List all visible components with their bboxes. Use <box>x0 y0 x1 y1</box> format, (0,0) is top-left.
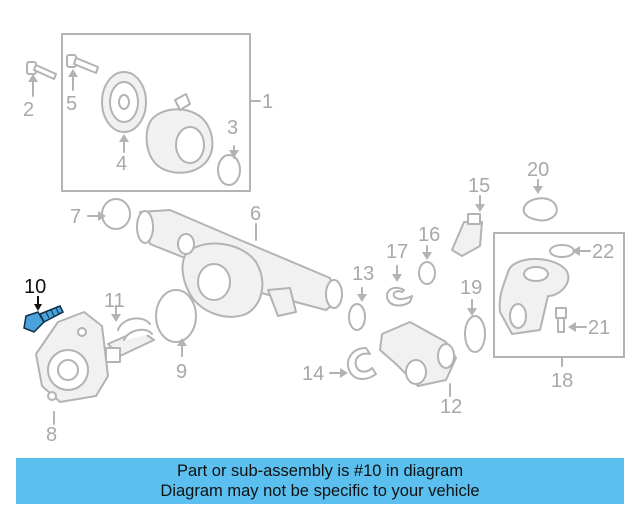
callout-10[interactable]: 10 <box>24 276 46 298</box>
callout-16[interactable]: 16 <box>418 224 440 246</box>
callout-7[interactable]: 7 <box>70 206 81 228</box>
water-pump-body[interactable] <box>145 93 214 174</box>
callout-18[interactable]: 18 <box>551 370 573 392</box>
o-ring-part-9[interactable] <box>155 289 197 343</box>
assembly-box-1 <box>61 33 251 192</box>
callout-17[interactable]: 17 <box>386 241 408 263</box>
callout-22[interactable]: 22 <box>592 241 614 263</box>
bolt-part-5[interactable] <box>66 54 99 74</box>
banner-line-2: Diagram may not be specific to your vehi… <box>160 482 480 500</box>
o-ring-part-13[interactable] <box>348 303 366 331</box>
coolant-housing-part-6[interactable] <box>136 209 343 318</box>
banner-line-1: Part or sub-assembly is #10 in diagram <box>176 462 464 480</box>
callout-9[interactable]: 9 <box>176 361 187 383</box>
thermostat-housing-part-12[interactable] <box>379 321 457 387</box>
callout-11[interactable]: 11 <box>104 290 125 312</box>
callout-12[interactable]: 12 <box>440 396 462 418</box>
o-ring-part-19[interactable] <box>464 315 486 353</box>
callout-1[interactable]: 1 <box>262 91 273 113</box>
clip-part-14[interactable] <box>347 347 377 380</box>
gasket-part-20[interactable] <box>522 197 558 222</box>
callout-8[interactable]: 8 <box>46 424 57 446</box>
o-ring-part-7[interactable] <box>101 198 131 230</box>
thermostat-part-11[interactable] <box>103 317 155 363</box>
assembly-box-18 <box>493 232 625 358</box>
sensor-part-15[interactable] <box>451 213 483 257</box>
callout-2[interactable]: 2 <box>23 99 34 121</box>
flange-part-18[interactable] <box>498 257 570 335</box>
housing-cover-part-8[interactable] <box>35 311 109 403</box>
callout-5[interactable]: 5 <box>66 93 77 115</box>
callout-20[interactable]: 20 <box>527 159 549 181</box>
o-ring-part-3[interactable] <box>217 154 241 186</box>
o-ring-part-16[interactable] <box>418 261 436 285</box>
bolt-part-10-highlighted[interactable] <box>23 305 64 333</box>
clip-part-17[interactable] <box>386 286 413 307</box>
o-ring-part-22[interactable] <box>549 244 575 258</box>
callout-21[interactable]: 21 <box>588 317 610 339</box>
callout-15[interactable]: 15 <box>468 175 490 197</box>
info-banner: Part or sub-assembly is #10 in diagram D… <box>16 458 624 504</box>
callout-6[interactable]: 6 <box>250 203 261 225</box>
callout-4[interactable]: 4 <box>116 153 127 175</box>
bolt-part-2[interactable] <box>26 61 57 80</box>
callout-14[interactable]: 14 <box>302 363 324 385</box>
callout-13[interactable]: 13 <box>352 263 374 285</box>
callout-3[interactable]: 3 <box>227 117 238 139</box>
pulley-part-4[interactable] <box>101 71 147 133</box>
callout-19[interactable]: 19 <box>460 277 482 299</box>
bolt-part-21[interactable] <box>555 307 567 333</box>
